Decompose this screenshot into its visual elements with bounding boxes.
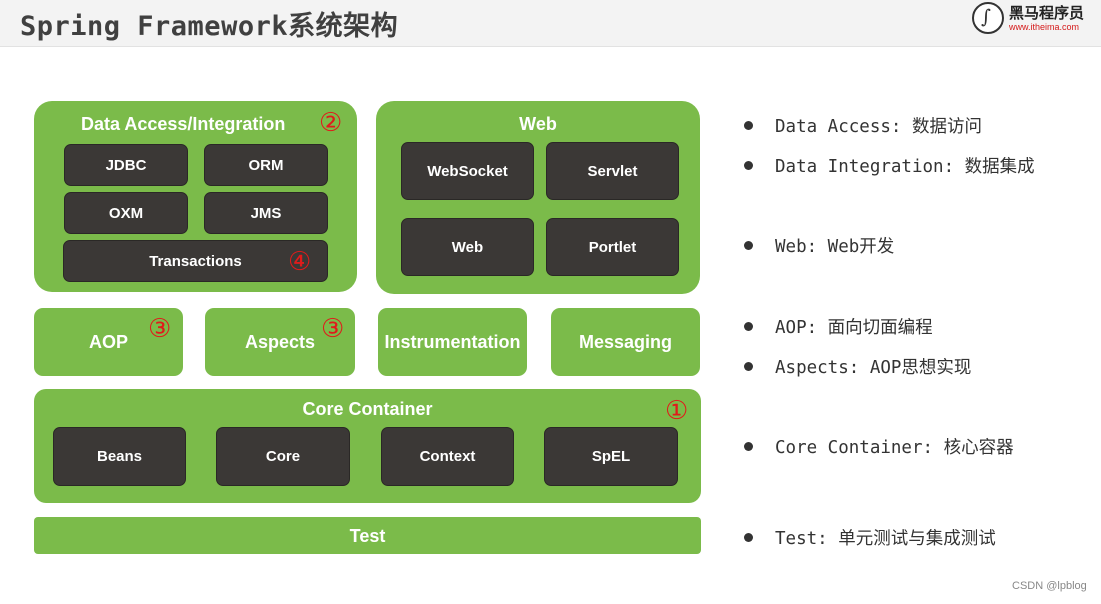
- note-text: Data Access: 数据访问: [775, 117, 982, 137]
- logo: ∫ 黑马程序员 www.itheima.com: [972, 1, 1096, 37]
- aspects-box: Aspects ③: [205, 308, 355, 376]
- aspects-label: Aspects: [244, 332, 316, 352]
- core-container-group: Core Container ① Beans Core Context SpEL: [34, 389, 701, 503]
- module-spel: SpEL: [544, 427, 678, 486]
- module-transactions: Transactions: [63, 240, 328, 282]
- note-item: Core Container: 核心容器: [744, 434, 1014, 459]
- note-text: AOP: 面向切面编程: [775, 318, 933, 338]
- logo-name: 黑马程序员: [1009, 4, 1085, 22]
- bullet-icon: [744, 240, 753, 250]
- instrumentation-label: Instrumentation: [384, 332, 521, 352]
- module-web: Web: [401, 218, 534, 276]
- marker-3-aop: ③: [148, 314, 172, 344]
- test-label: Test: [349, 526, 386, 546]
- marker-1: ①: [665, 396, 689, 426]
- marker-2: ②: [319, 108, 343, 138]
- note-item: Data Access: 数据访问: [744, 113, 982, 138]
- module-beans: Beans: [53, 427, 186, 486]
- marker-3-aspects: ③: [321, 314, 345, 344]
- instrumentation-box: Instrumentation: [378, 308, 527, 376]
- messaging-label: Messaging: [578, 332, 673, 352]
- module-oxm: OXM: [64, 192, 188, 234]
- note-item: Web: Web开发: [744, 233, 894, 258]
- marker-4: ④: [288, 247, 312, 277]
- itheima-logo-icon: ∫: [972, 2, 1004, 34]
- note-text: Aspects: AOP思想实现: [775, 358, 972, 378]
- module-jms: JMS: [204, 192, 328, 234]
- messaging-box: Messaging: [551, 308, 700, 376]
- module-jdbc: JDBC: [64, 144, 188, 186]
- note-text: Core Container: 核心容器: [775, 438, 1014, 458]
- web-title: Web: [519, 114, 557, 134]
- title-bar: Spring Framework系统架构 ∫ 黑马程序员 www.itheima…: [0, 0, 1101, 47]
- aop-box: AOP ③: [34, 308, 183, 376]
- test-box: Test: [34, 517, 701, 554]
- web-group: Web WebSocket Servlet Web Portlet: [376, 101, 700, 294]
- bullet-icon: [744, 441, 753, 451]
- bullet-icon: [744, 361, 753, 371]
- core-container-title: Core Container: [302, 399, 433, 419]
- logo-url: www.itheima.com: [1009, 22, 1080, 32]
- note-text: Data Integration: 数据集成: [775, 157, 1035, 177]
- note-item: Data Integration: 数据集成: [744, 153, 1035, 178]
- note-item: Aspects: AOP思想实现: [744, 354, 971, 379]
- bullet-icon: [744, 321, 753, 331]
- bullet-icon: [744, 160, 753, 170]
- module-orm: ORM: [204, 144, 328, 186]
- note-text: Test: 单元测试与集成测试: [775, 529, 996, 549]
- aop-label: AOP: [88, 332, 128, 352]
- page-title: Spring Framework系统架构: [20, 11, 399, 42]
- data-access-integration-title: Data Access/Integration: [81, 114, 286, 134]
- note-item: AOP: 面向切面编程: [744, 314, 933, 339]
- watermark: CSDN @lpblog: [1012, 580, 1087, 592]
- data-access-integration-group: Data Access/Integration ② JDBC ORM OXM J…: [34, 101, 357, 292]
- module-websocket: WebSocket: [401, 142, 534, 200]
- note-text: Web: Web开发: [775, 237, 895, 257]
- note-item: Test: 单元测试与集成测试: [744, 525, 996, 550]
- module-portlet: Portlet: [546, 218, 679, 276]
- module-context: Context: [381, 427, 514, 486]
- module-core: Core: [216, 427, 350, 486]
- transactions-label: Transactions: [149, 252, 242, 270]
- bullet-icon: [744, 120, 753, 130]
- bullet-icon: [744, 532, 753, 542]
- module-servlet: Servlet: [546, 142, 679, 200]
